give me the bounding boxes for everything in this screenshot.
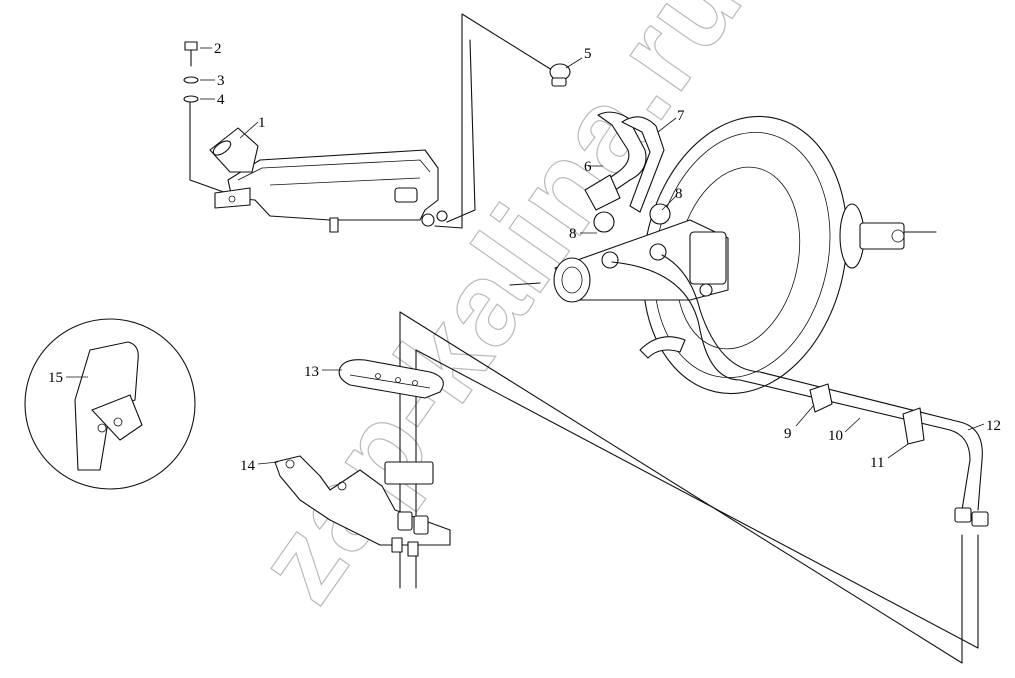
callout-8-lower: 8 bbox=[569, 226, 577, 242]
callout-8-upper: 8 bbox=[675, 186, 683, 202]
callout-9: 9 bbox=[784, 426, 792, 442]
vacuum-brake-booster bbox=[639, 115, 905, 395]
callout-labels: 1 2 3 4 5 6 7 8 8 9 10 11 12 13 14 15 bbox=[48, 41, 1001, 474]
callout-6: 6 bbox=[584, 159, 592, 175]
callout-15: 15 bbox=[48, 370, 63, 386]
callout-12: 12 bbox=[986, 418, 1001, 434]
callout-14: 14 bbox=[240, 458, 256, 474]
rubber-pad bbox=[338, 359, 444, 399]
mounting-bracket bbox=[274, 455, 451, 557]
pipe-clips bbox=[809, 383, 925, 445]
callout-1: 1 bbox=[258, 115, 266, 131]
leader-lines bbox=[66, 47, 985, 465]
reservoir-hoses bbox=[584, 111, 665, 213]
detail-view-clip bbox=[24, 318, 196, 490]
brake-pipes bbox=[611, 254, 989, 527]
hose-clamp bbox=[549, 63, 571, 87]
callout-11: 11 bbox=[870, 455, 884, 471]
brake-fluid-reservoir bbox=[209, 127, 448, 233]
callout-3: 3 bbox=[217, 73, 225, 89]
callout-5: 5 bbox=[584, 46, 592, 62]
callout-4: 4 bbox=[217, 92, 225, 108]
assembly-guide-lines bbox=[189, 13, 979, 664]
callout-2: 2 bbox=[214, 41, 222, 57]
callout-7: 7 bbox=[677, 108, 685, 124]
bolt-and-washers bbox=[183, 41, 199, 103]
callout-13: 13 bbox=[304, 364, 319, 380]
callout-10: 10 bbox=[828, 428, 843, 444]
master-cylinder bbox=[553, 203, 729, 303]
